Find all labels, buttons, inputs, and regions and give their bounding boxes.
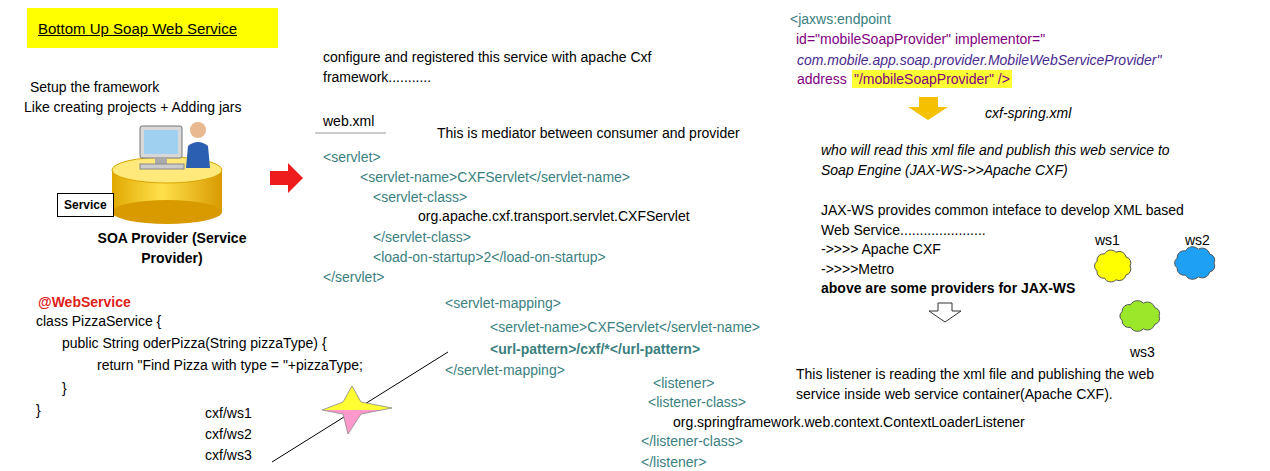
xml-line: address xyxy=(797,70,847,88)
node-label: Service xyxy=(64,198,107,212)
cloud-symbol xyxy=(1175,247,1215,280)
file-name: cxf-spring.xml xyxy=(985,104,1071,122)
person-head xyxy=(190,122,206,138)
down-arrow xyxy=(908,97,948,120)
cloud-label: ws1 xyxy=(1095,231,1120,249)
monitor-stand xyxy=(155,158,167,164)
note: Setup the framework xyxy=(30,78,159,96)
xml-line: com.mobile.app.soap.provider.MobileWebSe… xyxy=(797,51,1161,69)
xml-line: <servlet-name>CXFServlet</servlet-name> xyxy=(490,318,760,336)
url-path: cxf/ws2 xyxy=(205,425,252,443)
file-name: web.xml xyxy=(323,112,374,130)
url-path: cxf/ws3 xyxy=(205,446,252,464)
title-box: Bottom Up Soap Web Service xyxy=(27,8,278,48)
code-line: class PizzaService { xyxy=(36,312,161,330)
highlighted-value: "/mobileSoapProvider" /> xyxy=(852,70,1012,88)
xml-line: <servlet-class> xyxy=(373,188,467,206)
person-body xyxy=(186,142,210,168)
cloud-symbol xyxy=(1095,250,1131,282)
clouds xyxy=(1095,247,1215,332)
cloud-label: ws3 xyxy=(1130,343,1155,361)
xml-line: </servlet-class> xyxy=(373,228,471,246)
xml-line: </servlet> xyxy=(323,268,384,286)
code-line: public String oderPizza(String pizzaType… xyxy=(62,334,327,352)
xml-line: </listener> xyxy=(641,453,706,471)
xml-line: <listener> xyxy=(653,374,714,392)
monitor-screen xyxy=(144,130,178,154)
note: This is mediator between consumer and pr… xyxy=(437,124,740,142)
star-symbol xyxy=(322,386,392,434)
note: above are some providers for JAX-WS xyxy=(821,279,1075,297)
service-box: Service xyxy=(57,193,114,217)
cylinder-bottom xyxy=(112,200,222,224)
red-arrow xyxy=(270,163,303,193)
xml-line: <servlet-mapping> xyxy=(445,294,561,312)
code-line: } xyxy=(62,379,67,397)
figure-caption: SOA Provider (Service Provider) xyxy=(92,228,252,268)
note: who will read this xml file and publish … xyxy=(821,140,1206,180)
hollow-arrow xyxy=(929,303,961,322)
cloud-label: ws2 xyxy=(1185,231,1210,249)
provider-illustration xyxy=(112,122,222,224)
xml-line: </listener-class> xyxy=(641,432,743,450)
url-path: cxf/ws1 xyxy=(205,404,252,422)
monitor xyxy=(140,126,182,158)
note: Like creating projects + Adding jars xyxy=(24,98,242,116)
xml-line: </servlet-mapping> xyxy=(445,361,565,379)
title: Bottom Up Soap Web Service xyxy=(38,20,237,37)
keyboard xyxy=(140,164,184,169)
code-line: return "Find Pizza with type = "+pizzaTy… xyxy=(97,356,363,374)
annotation: @WebService xyxy=(38,293,131,311)
xml-line: <jaxws:endpoint xyxy=(790,10,891,28)
note: This listener is reading the xml file an… xyxy=(796,364,1191,404)
xml-line: <url-pattern>/cxf/*</url-pattern> xyxy=(490,340,700,358)
note: ->>>>Metro xyxy=(821,260,894,278)
note: configure and registered this service wi… xyxy=(323,47,673,87)
underline xyxy=(315,133,386,134)
xml-line: org.springframework.web.context.ContextL… xyxy=(673,413,1025,431)
note: JAX-WS provides common inteface to devel… xyxy=(821,200,1196,240)
cloud-symbol xyxy=(1120,301,1160,332)
xml-line: <servlet> xyxy=(323,148,381,166)
xml-line: id="mobileSoapProvider" implementor=" xyxy=(796,30,1045,48)
xml-line: <load-on-startup>2</load-on-startup> xyxy=(373,248,606,266)
xml-line: <servlet-name>CXFServlet</servlet-name> xyxy=(360,168,630,186)
xml-line: org.apache.cxf.transport.servlet.CXFServ… xyxy=(418,207,690,225)
note: ->>>> Apache CXF xyxy=(821,240,941,258)
xml-line: <listener-class> xyxy=(648,393,746,411)
code-line: } xyxy=(36,401,41,419)
